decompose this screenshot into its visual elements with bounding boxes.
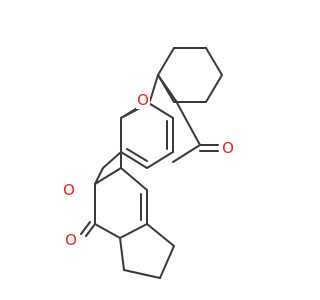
bond xyxy=(119,223,148,239)
atom-labels: O O O O xyxy=(62,91,235,249)
bond xyxy=(102,151,122,169)
bond xyxy=(157,74,177,102)
bonds xyxy=(80,47,223,279)
bond xyxy=(120,167,148,191)
bond xyxy=(80,221,91,235)
bond xyxy=(85,223,96,237)
bond xyxy=(94,167,122,185)
bond xyxy=(159,245,175,279)
bond xyxy=(94,223,121,239)
label-bg xyxy=(64,231,78,249)
label-bg xyxy=(136,91,150,109)
carbonyl-oxygen-label: O xyxy=(222,139,234,157)
label-bg xyxy=(221,139,235,157)
bond xyxy=(146,101,174,119)
bond xyxy=(149,74,159,102)
bond xyxy=(205,74,223,103)
bond xyxy=(120,151,148,169)
lactone-oxygen-label: O xyxy=(63,181,75,199)
carbonyl-oxygen-2-label: O xyxy=(65,231,77,249)
bond xyxy=(157,47,175,76)
bond xyxy=(123,269,161,279)
molecule-structure: O O O O xyxy=(62,47,235,279)
bond xyxy=(175,100,201,146)
bond xyxy=(205,47,223,76)
bond xyxy=(172,144,201,163)
label-bg xyxy=(62,181,76,199)
bond xyxy=(119,237,125,271)
bond xyxy=(146,223,175,247)
ring-oxygen-label: O xyxy=(137,91,149,109)
bond xyxy=(146,151,174,169)
bond xyxy=(94,167,104,185)
bond xyxy=(126,148,148,162)
